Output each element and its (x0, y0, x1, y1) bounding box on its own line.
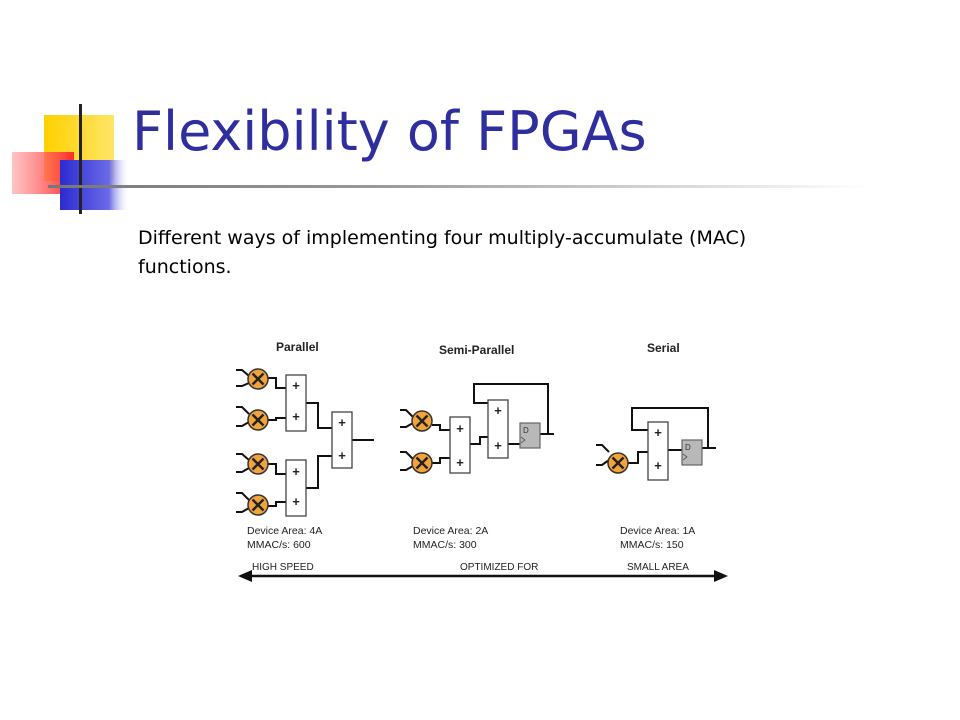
flipflop-register (681, 439, 703, 466)
adder-block (285, 374, 307, 432)
title-underline (48, 185, 868, 188)
flipflop-register (519, 422, 541, 449)
clock-arrow-icon (682, 453, 688, 461)
plus-sign: + (456, 421, 464, 436)
parallel-throughput: MMAC/s: 600 (247, 539, 311, 551)
panel-title-serial: Serial (647, 341, 680, 355)
adder-block (449, 416, 471, 474)
multiplier-icon (606, 451, 630, 475)
plus-sign: + (338, 415, 346, 430)
flipflop-label: D (523, 426, 529, 435)
slide-subtitle: Different ways of implementing four mult… (138, 227, 747, 278)
semi-parallel-circuit (400, 383, 554, 471)
multiplier-icon (246, 452, 270, 476)
plus-sign: + (654, 425, 662, 440)
panel-title-parallel: Parallel (276, 340, 319, 354)
flipflop-label: D (685, 443, 691, 452)
plus-sign: + (494, 403, 502, 418)
axis-label-high-speed: HIGH SPEED (252, 562, 314, 573)
adder-block (647, 421, 669, 481)
clock-arrow-icon (520, 436, 526, 444)
multiplier-icon (246, 367, 270, 391)
mac-implementation-diagram: Parallel Semi-Parallel Serial (236, 340, 728, 582)
plus-sign: + (456, 455, 464, 470)
slide-logo-decoration (12, 104, 130, 214)
parallel-multipliers (246, 367, 270, 517)
parallel-device-area: Device Area: 4A (247, 525, 322, 537)
optimization-axis-arrow (238, 570, 728, 582)
panel-title-semi-parallel: Semi-Parallel (439, 343, 514, 357)
serial-circuit (596, 407, 716, 466)
parallel-circuit (236, 369, 374, 513)
plus-sign: + (494, 438, 502, 453)
slide-title: Flexibility of FPGAs (132, 100, 647, 163)
plus-sign: + (292, 378, 300, 393)
serial-throughput: MMAC/s: 150 (620, 539, 684, 551)
serial-device-area: Device Area: 1A (620, 525, 695, 537)
adder-block (285, 459, 307, 517)
logo-vertical-line (79, 104, 82, 214)
multiplier-icon (410, 409, 434, 433)
adder-block (331, 411, 353, 469)
arrow-left-icon (238, 570, 252, 582)
multiplier-icon (246, 408, 270, 432)
plus-sign: + (292, 494, 300, 509)
parallel-adders (285, 374, 353, 517)
axis-label-small-area: SMALL AREA (627, 562, 689, 573)
plus-sign: + (292, 464, 300, 479)
semi-parallel-device-area: Device Area: 2A (413, 525, 488, 537)
semi-parallel-throughput: MMAC/s: 300 (413, 539, 477, 551)
arrow-right-icon (714, 570, 728, 582)
adder-block (487, 399, 509, 459)
axis-label-optimized-for: OPTIMIZED FOR (460, 562, 538, 573)
plus-sign: + (338, 448, 346, 463)
semi-parallel-multipliers (410, 409, 434, 475)
plus-sign: + (292, 409, 300, 424)
multiplier-icon (246, 493, 270, 517)
adder-plus-signs: + + + + + + + + + + + + (292, 378, 662, 509)
semi-parallel-adders (449, 399, 509, 474)
plus-sign: + (654, 458, 662, 473)
multiplier-icon (410, 451, 434, 475)
